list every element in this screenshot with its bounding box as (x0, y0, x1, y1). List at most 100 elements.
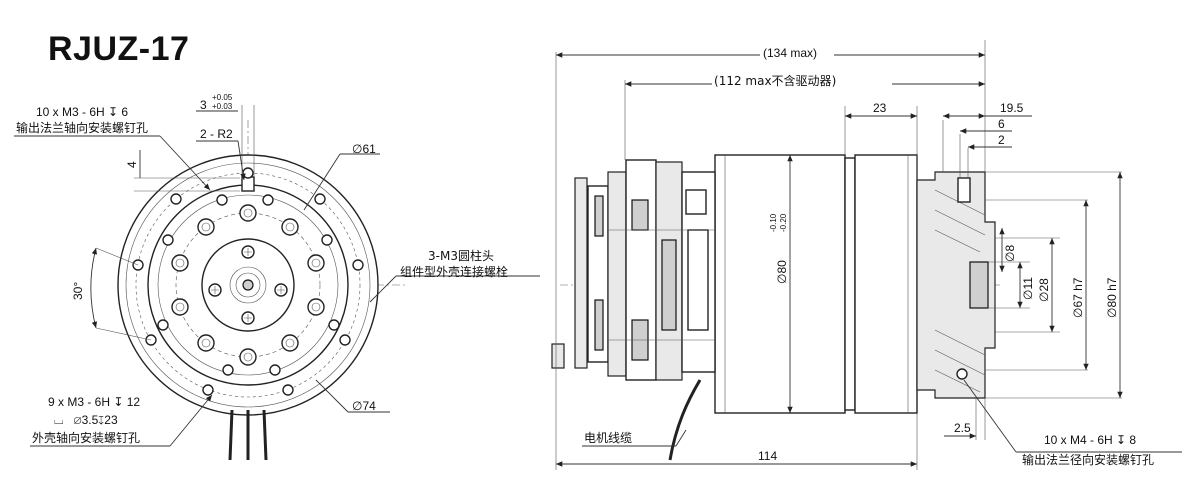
dim-80h7-value: 80 h7 (1105, 277, 1119, 307)
dim-phi-61-value: 61 (362, 142, 376, 156)
dim-112-value: 112 max不含驱动器 (719, 73, 832, 88)
motor-body (714, 154, 846, 414)
dim-114-value: 114 (758, 449, 777, 463)
dim-114: 114 (556, 413, 918, 470)
motor-cable (668, 379, 702, 461)
dim-phi-28: ∅28 (1037, 238, 1055, 332)
depth-symbol-icon: ↧ (97, 413, 104, 427)
flange-holes (171, 204, 325, 366)
callout-bolts-line1: 3-M3圆柱头 (428, 248, 494, 263)
shaft-inner (235, 272, 261, 298)
dim-23: 23 (845, 101, 917, 119)
radial-hole-top (957, 177, 971, 203)
dim-phi-8: ∅8 (999, 228, 1017, 272)
angle-30-value: 30° (71, 282, 85, 300)
svg-text:⌴∅3.5↧23: ⌴ ∅3.5↧23 (54, 413, 118, 427)
body-ring (844, 157, 856, 411)
dim-r2-value: 2 - R2 (200, 127, 233, 141)
dim-4-value: 4 (125, 161, 139, 168)
side-view: (134 max) (112 max不含驱动器) 23 19.5 6 2 (551, 40, 1182, 470)
svg-text:∅80: ∅80 (775, 260, 789, 284)
dim-phi-74-value: 74 (362, 399, 376, 413)
dim-3-value: 3 (200, 98, 207, 112)
dim-angle-30: 30° (71, 247, 152, 341)
dim-4: 4 (125, 150, 240, 192)
shell-cbore-dia: 3.5 (82, 413, 99, 427)
callout-output-flange-axial: 10 x M3 - 6H ↧ 6 输出法兰轴向安装螺钉孔 (14, 105, 211, 191)
callout-bolts-line2: 组件型外壳连接螺栓 (400, 264, 508, 279)
flange-inner-edge (157, 194, 339, 376)
dim-phi-80h7: ∅80 h7 (1105, 172, 1123, 398)
radial-hole-bottom (956, 368, 968, 380)
depth-symbol-icon: ↧ (108, 105, 118, 119)
dim-6: 6 (960, 117, 1012, 134)
dim-phi-61: ∅61 (303, 142, 380, 211)
depth-symbol-icon: ↧ (1116, 433, 1126, 447)
callout-spec: 10 x M3 - 6H (36, 105, 108, 119)
dim-r2: 2 - R2 (196, 127, 246, 181)
svg-text:∅28: ∅28 (1037, 278, 1051, 302)
callout-desc: 输出法兰轴向安装螺钉孔 (16, 120, 148, 135)
svg-text:10 x M3 - 6H ↧ 6: 10 x M3 - 6H ↧ 6 (36, 105, 128, 119)
dim-phi-80-body: ∅80 -0.10 -0.20 (769, 155, 793, 413)
dim-phi-11: ∅11 (1017, 262, 1035, 308)
dim-phi-67h7: ∅67 h7 (1071, 200, 1089, 370)
shell-depth: 12 (123, 395, 140, 409)
driver-electronics (551, 159, 716, 381)
housing-holes (132, 167, 364, 396)
dim-23-value: 23 (873, 101, 887, 115)
dim-2-5: 2.5 (944, 398, 986, 440)
depth-symbol-icon: ↧ (113, 395, 123, 409)
dim-phi-74: ∅74 (315, 379, 390, 413)
tol-lower: +0.03 (212, 102, 233, 111)
shell-spec: 9 x M3 - 6H (48, 395, 113, 409)
dim-28-value: 28 (1037, 278, 1051, 292)
dim-8-value: 8 (1003, 245, 1017, 252)
shell-desc: 外壳轴向安装螺钉孔 (32, 430, 140, 445)
cable-label: 电机线缆 (584, 431, 632, 445)
shaft-bore (242, 279, 254, 291)
reducer-body (854, 154, 918, 414)
svg-text:(112 max不含驱动器): (112 max不含驱动器) (714, 73, 836, 88)
callout-motor-cable: 电机线缆 (582, 429, 687, 447)
callout-depth: 6 (118, 105, 128, 119)
dim-19-5: 19.5 (943, 101, 1032, 119)
svg-text:(134 max): (134 max) (763, 46, 817, 60)
svg-text:∅11: ∅11 (1021, 277, 1035, 300)
shaft-outer (229, 266, 267, 304)
svg-text:∅67 h7: ∅67 h7 (1071, 277, 1085, 318)
dim-134-value: 134 max (767, 46, 813, 60)
phi-symbol: ∅ (74, 413, 82, 427)
dim-19-5-value: 19.5 (1000, 101, 1024, 115)
dim-80-value: 80 (775, 260, 789, 274)
svg-text:∅8: ∅8 (1003, 245, 1017, 262)
tol-80-upper: -0.10 (769, 213, 778, 232)
svg-text:∅61: ∅61 (352, 142, 376, 156)
dim-2: 2 (968, 133, 1012, 150)
output-flange-section (916, 171, 996, 399)
callout-radial-holes: 10 x M4 - 6H ↧ 8 输出法兰径向安装螺钉孔 (963, 379, 1182, 467)
radial-spec: 10 x M4 - 6H (1044, 433, 1116, 447)
housing-inner-edge (125, 162, 371, 408)
dim-112-max: (112 max不含驱动器) (625, 72, 985, 88)
front-view: 10 x M3 - 6H ↧ 6 输出法兰轴向安装螺钉孔 3 +0.05 +0.… (14, 93, 540, 461)
front-cables (228, 409, 268, 461)
tol-upper: +0.05 (212, 93, 233, 102)
shell-cbore-depth: 23 (104, 413, 118, 427)
svg-text:∅80 h7: ∅80 h7 (1105, 277, 1119, 318)
tol-80-lower: -0.20 (779, 213, 788, 232)
dim-2-5-value: 2.5 (954, 421, 971, 435)
radial-depth: 8 (1126, 433, 1136, 447)
svg-text:∅74: ∅74 (352, 399, 376, 413)
dim-67-value: 67 h7 (1071, 277, 1085, 307)
callout-shell-axial: 9 x M3 - 6H ↧ 12 ⌴∅3.5↧23 外壳轴向安装螺钉孔 (30, 394, 213, 447)
product-title: RJUZ-17 (48, 30, 190, 68)
callout-housing-bolts: 3-M3圆柱头 组件型外壳连接螺栓 (369, 248, 540, 303)
output-bore (969, 261, 989, 309)
svg-text:10 x M4 - 6H ↧ 8: 10 x M4 - 6H ↧ 8 (1044, 433, 1136, 447)
dim-134-max: (134 max) (556, 45, 985, 61)
counterbore-icon: ⌴ (54, 413, 64, 427)
housing-bolt-circle (135, 172, 361, 398)
dim-2-value: 2 (998, 133, 1005, 147)
